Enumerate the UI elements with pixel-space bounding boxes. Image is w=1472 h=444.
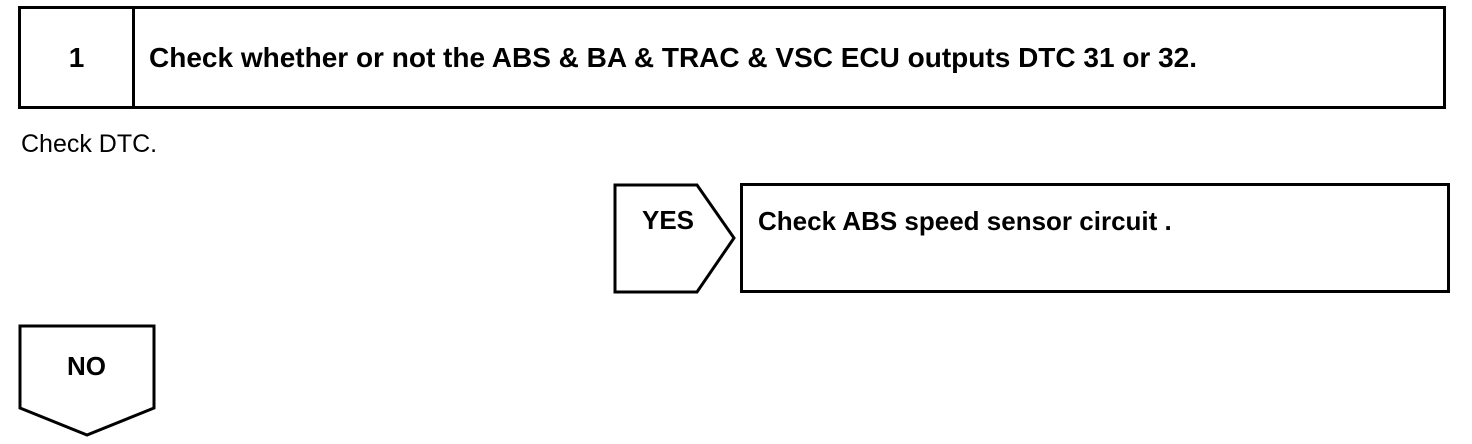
yes-result-box: Check ABS speed sensor circuit . (740, 183, 1450, 293)
yes-result-text: Check ABS speed sensor circuit . (758, 206, 1172, 236)
no-label: NO (67, 351, 106, 381)
no-arrow-shape (18, 324, 156, 437)
step-header: 1 Check whether or not the ABS & BA & TR… (18, 6, 1446, 109)
instruction-text: Check DTC. (21, 130, 158, 158)
step-title: Check whether or not the ABS & BA & TRAC… (149, 41, 1198, 73)
yes-arrow-shape (613, 183, 736, 294)
step-number: 1 (21, 9, 135, 106)
yes-label: YES (641, 205, 695, 235)
